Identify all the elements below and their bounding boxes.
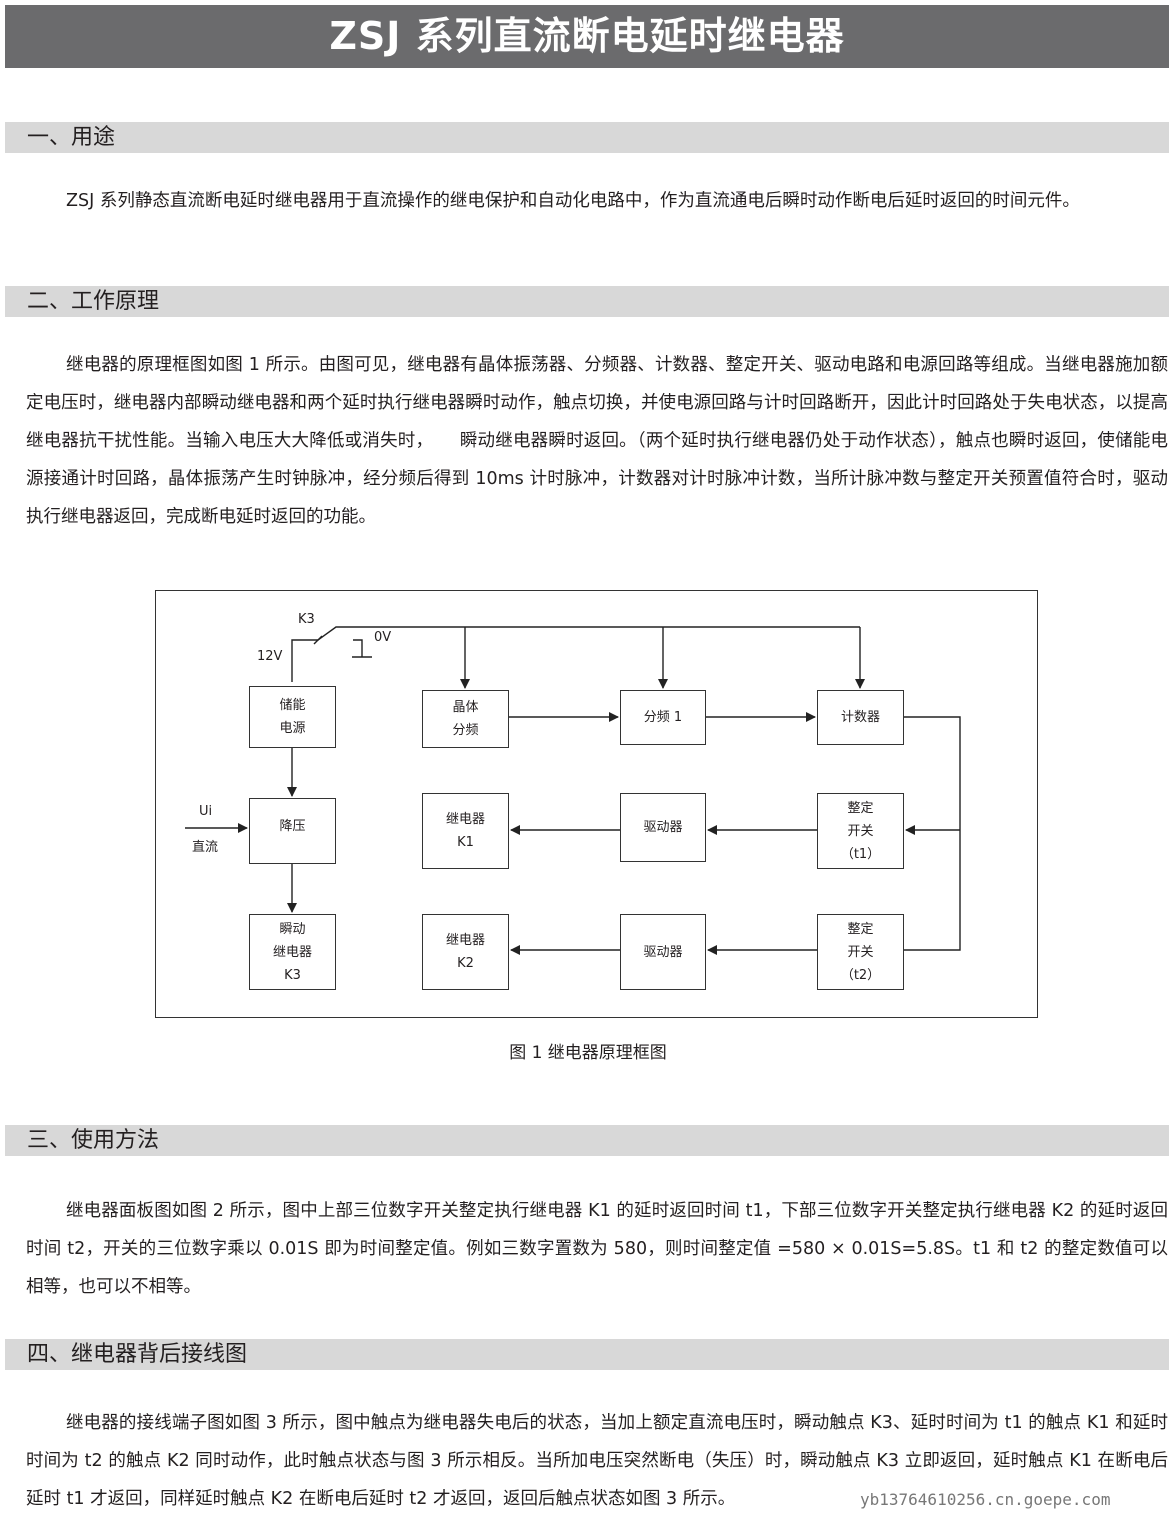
box-text: 分频 1 — [643, 710, 683, 725]
box-text: 晶体 — [452, 700, 479, 715]
box-text: 继电器 — [445, 812, 485, 827]
box-crystal: 晶体分频 — [422, 690, 509, 748]
box-text: 电源 — [279, 721, 306, 736]
box-text: 开关 — [847, 944, 874, 960]
box-text: K2 — [457, 956, 474, 971]
box-text: K3 — [284, 967, 301, 983]
figure-caption: 图 1 继电器原理框图 — [509, 1043, 667, 1063]
section-heading-usage: 三、使用方法 — [5, 1125, 1169, 1156]
section-body-wiring: 继电器的接线端子图如图 3 所示，图中触点为继电器失电后的状态，当加上额定直流电… — [26, 1413, 1168, 1509]
label-ui: Ui — [199, 804, 213, 819]
box-text: 驱动器 — [643, 944, 683, 960]
box-text: （t1） — [840, 846, 881, 862]
section-heading-principle: 二、工作原理 — [5, 286, 1169, 317]
box-text: K1 — [457, 835, 474, 850]
box-text: 瞬动 — [279, 921, 306, 937]
box-divider: 分频 1 — [620, 690, 706, 745]
box-step-down: 降压 — [249, 798, 336, 864]
box-text: 计数器 — [840, 710, 880, 725]
label-12v: 12V — [257, 649, 283, 664]
box-storage-power: 储能电源 — [249, 686, 336, 748]
box-text: 驱动器 — [643, 820, 683, 835]
box-text: 继电器 — [272, 944, 312, 960]
page-title: ZSJ 系列直流断电延时继电器 — [5, 5, 1169, 68]
box-relay-k2: 继电器 K2 — [422, 914, 509, 990]
box-text: 继电器 — [445, 933, 485, 948]
section-heading-wiring: 四、继电器背后接线图 — [5, 1339, 1169, 1370]
section-body-usage: 继电器面板图如图 2 所示，图中上部三位数字开关整定执行继电器 K1 的延时返回… — [26, 1201, 1168, 1297]
box-text: （t2） — [840, 967, 881, 983]
box-relay-k1: 继电器 K1 — [422, 793, 509, 869]
box-setting-switch-t1: 整定开关 （t1） — [817, 793, 904, 869]
box-setting-switch-t2: 整定开关 （t2） — [817, 914, 904, 990]
box-text: 储能 — [279, 698, 306, 713]
watermark: yb13764610256.cn.goepe.com — [860, 1490, 1111, 1509]
block-diagram-frame — [155, 590, 1038, 1018]
box-k3-relay: 瞬动继电器 K3 — [249, 914, 336, 990]
box-text: 分频 — [452, 723, 479, 738]
box-text: 开关 — [847, 823, 874, 839]
label-k3-switch: K3 — [298, 612, 315, 627]
box-text: 整定 — [847, 921, 874, 937]
section-body-principle: 继电器的原理框图如图 1 所示。由图可见，继电器有晶体振荡器、分频器、计数器、整… — [26, 355, 1168, 527]
box-counter: 计数器 — [817, 690, 904, 745]
box-driver-2: 驱动器 — [620, 914, 706, 990]
box-driver-1: 驱动器 — [620, 793, 706, 862]
section-body-purpose: ZSJ 系列静态直流断电延时继电器用于直流操作的继电保护和自动化电路中，作为直流… — [66, 191, 1080, 211]
box-text: 降压 — [279, 819, 306, 834]
section-heading-purpose: 一、用途 — [5, 122, 1169, 153]
label-0v: 0V — [374, 630, 392, 645]
label-dc: 直流 — [192, 840, 219, 855]
box-text: 整定 — [847, 800, 874, 816]
